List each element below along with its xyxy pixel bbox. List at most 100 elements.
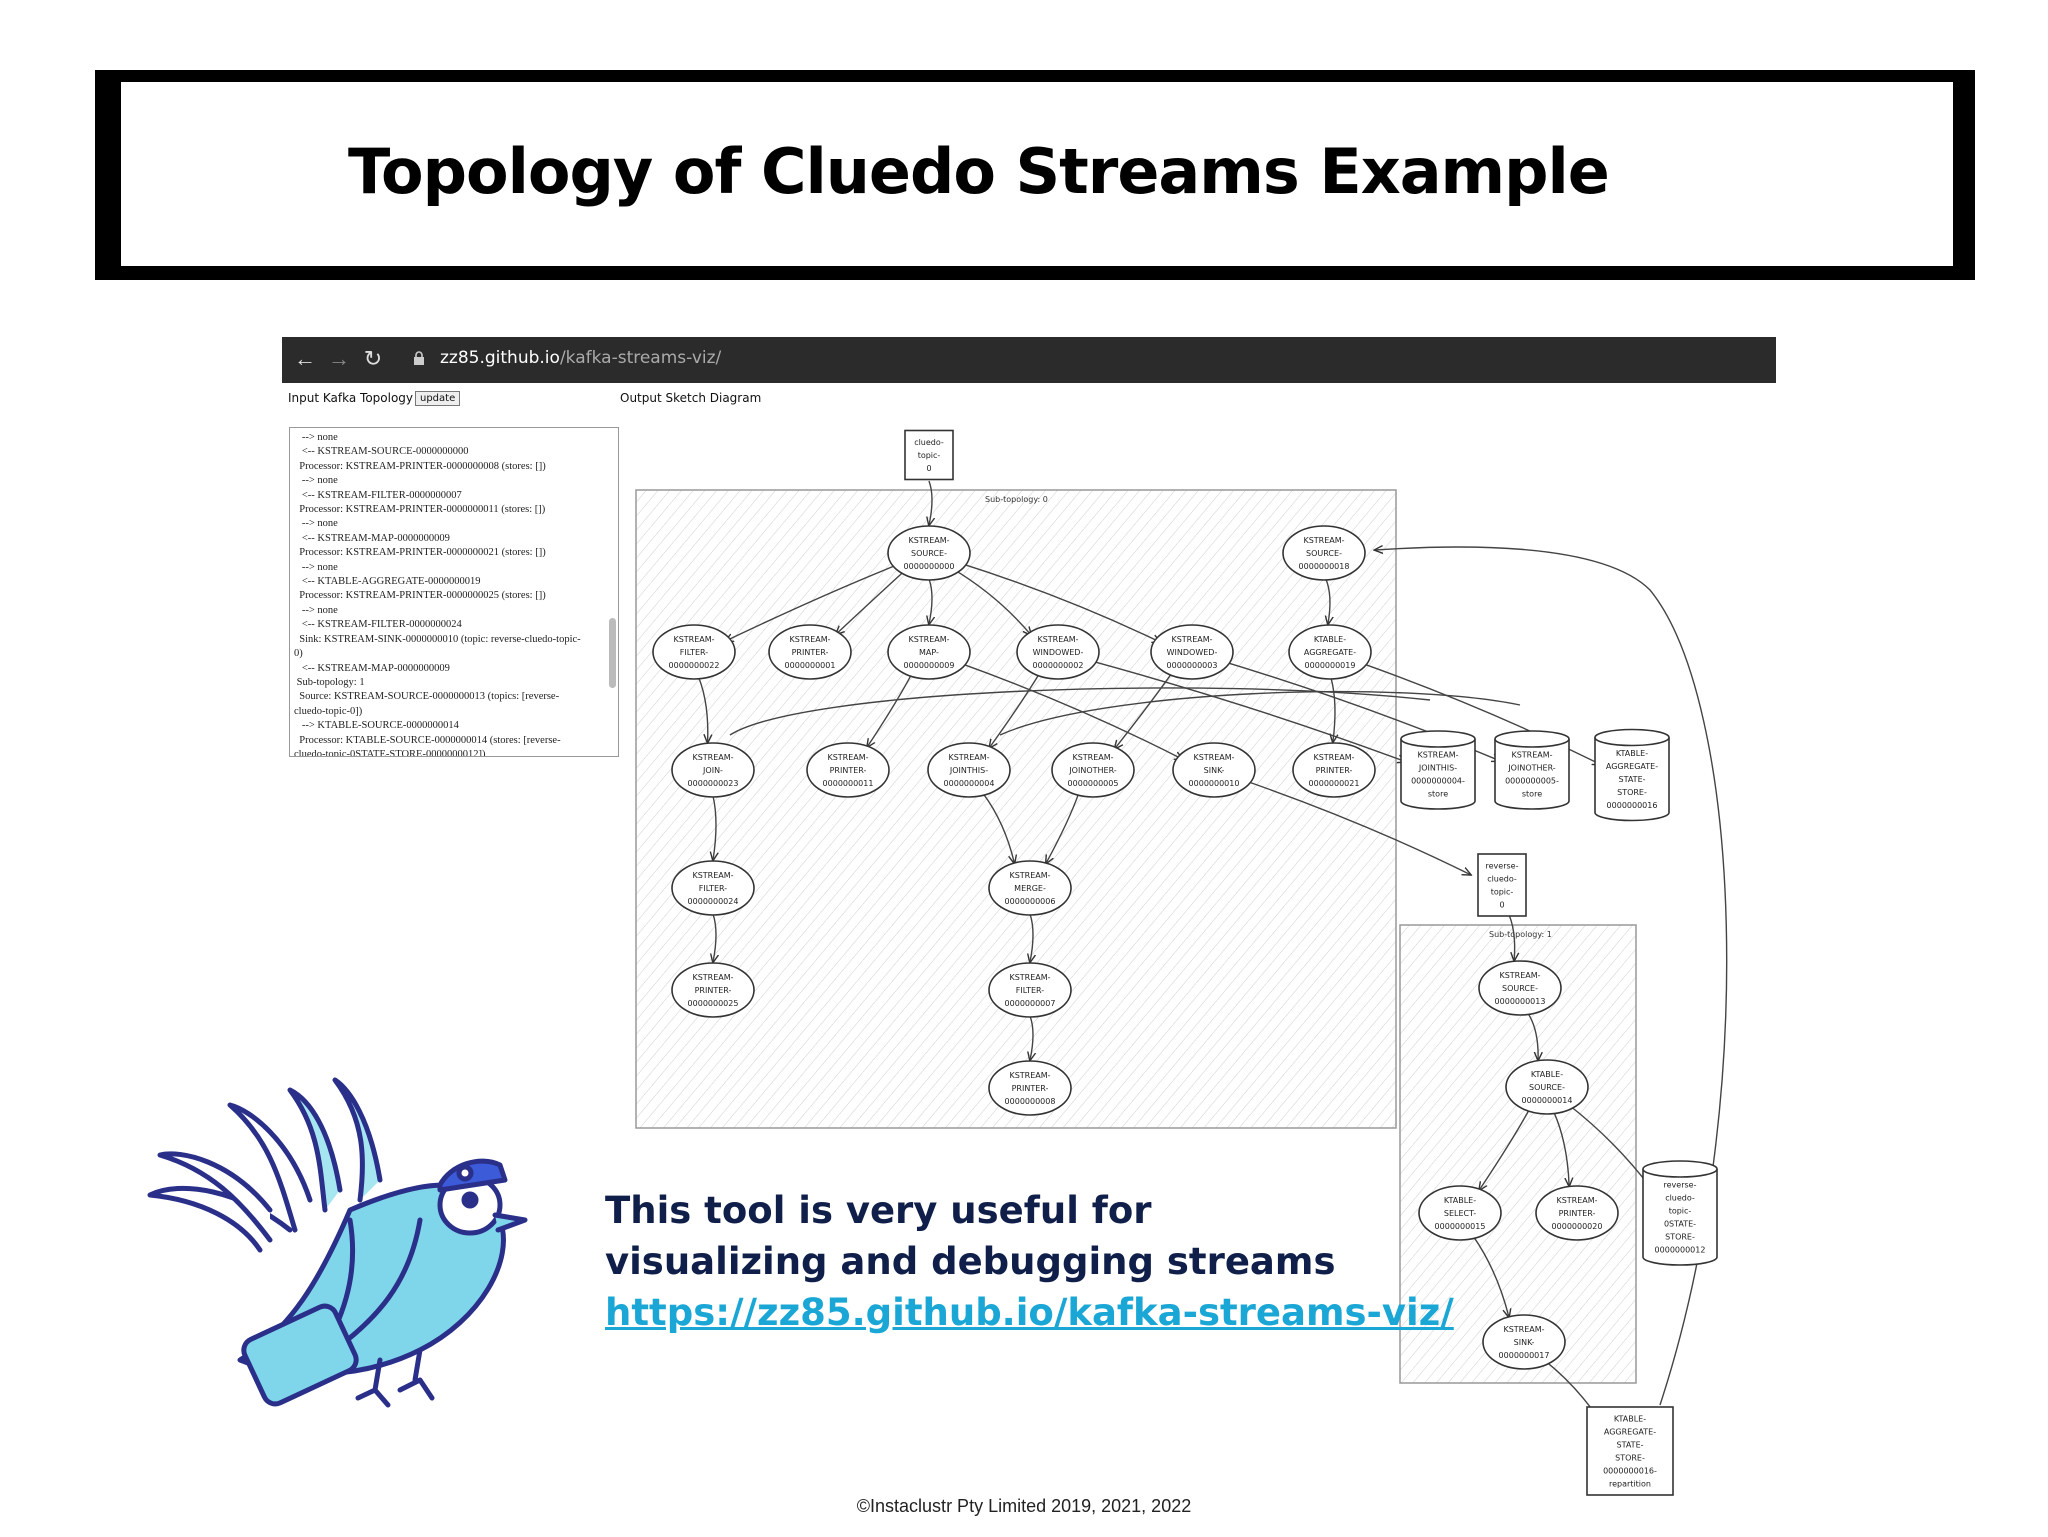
reload-icon[interactable]: ↻ [363,346,383,371]
diagram-node-jointhis4[interactable]: KSTREAM-JOINTHIS-0000000004 [927,742,1011,798]
diagram-node-printer20[interactable]: KSTREAM-PRINTER-0000000020 [1535,1185,1619,1241]
diagram-edge [999,690,1521,736]
diagram-node-printer8[interactable]: KSTREAM-PRINTER-0000000008 [988,1060,1072,1116]
diagram-edge [1030,913,1033,962]
node-ellipse [1482,1314,1566,1370]
node-label-line: topic- [1491,888,1514,897]
node-label-line: PRINTER- [695,986,732,995]
node-ellipse [1292,742,1376,798]
node-label-line: 0000000018 [1299,562,1350,571]
node-label-line: 0000000012 [1655,1246,1706,1255]
node-label-line: KSTREAM- [1556,1196,1597,1205]
node-label-line: 0000000007 [1005,999,1056,1008]
diagram-node-printer1[interactable]: KSTREAM-PRINTER-0000000001 [768,624,852,680]
node-ellipse [1478,960,1562,1016]
update-button[interactable]: update [415,391,461,406]
textarea-line: <-- KTABLE-AGGREGATE-0000000019 [294,576,481,588]
diagram-node-agg19[interactable]: KTABLE-AGGREGATE-0000000019 [1288,624,1372,680]
node-label-line: 0000000000 [904,562,955,571]
caption-line-2: visualizing and debugging streams [605,1240,1336,1283]
node-label-line: KSTREAM- [948,753,989,762]
node-ellipse [988,860,1072,916]
diagram-node-store-agg16[interactable]: KTABLE-AGGREGATE-STATE-STORE-0000000016 [1594,728,1670,822]
node-ellipse [887,624,971,680]
diagram-node-src18[interactable]: KSTREAM-SOURCE-0000000018 [1282,525,1366,581]
node-topic-box [1586,1406,1674,1496]
node-label-line: 0000000021 [1309,779,1360,788]
node-label-line: KTABLE- [1614,1415,1646,1424]
node-label-line: cluedo- [1487,875,1517,884]
diagram-node-map9[interactable]: KSTREAM-MAP-0000000009 [887,624,971,680]
textarea-line: --> none [294,518,338,530]
textarea-scrollbar[interactable] [609,618,616,688]
diagram-node-printer11[interactable]: KSTREAM-PRINTER-0000000011 [806,742,890,798]
diagram-node-select15[interactable]: KTABLE-SELECT-0000000015 [1418,1185,1502,1241]
diagram-node-repartition-topic[interactable]: KTABLE-AGGREGATE-STATE-STORE-0000000016-… [1586,1406,1674,1496]
node-label-line: KSTREAM- [908,635,949,644]
diagram-node-filter7[interactable]: KSTREAM-FILTER-0000000007 [988,962,1072,1018]
node-label-line: KSTREAM- [1303,536,1344,545]
diagram-edge [989,672,1041,748]
node-label-line: topic- [1669,1207,1692,1216]
node-label-line: 0000000010 [1189,779,1240,788]
node-store-top [1494,730,1570,748]
diagram-node-store-reverse12[interactable]: reverse-cluedo-topic-0STATE-STORE-000000… [1642,1160,1718,1266]
diagram-node-src0[interactable]: KSTREAM-SOURCE-0000000000 [887,525,971,581]
diagram-node-cluedo-topic[interactable]: cluedo-topic-0 [904,429,954,481]
textarea-line: --> none [294,604,338,616]
diagram-node-sink17[interactable]: KSTREAM-SINK-0000000017 [1482,1314,1566,1370]
diagram-node-store-joinother[interactable]: KSTREAM-JOINOTHER-0000000005-store [1494,730,1570,810]
node-label-line: 0000000023 [688,779,739,788]
diagram-edge [698,677,708,743]
diagram-node-join23[interactable]: KSTREAM-JOIN-0000000023 [671,742,755,798]
node-label-line: JOINOTHER- [1507,764,1555,773]
diagram-node-store-jointhis[interactable]: KSTREAM-JOINTHIS-0000000004-store [1400,730,1476,810]
node-label-line: 0000000011 [823,779,874,788]
subtopology-1-label: Sub-topology: 1 [1489,930,1552,939]
diagram-edge [929,578,932,624]
node-label-line: 0000000015 [1435,1222,1486,1231]
diagram-node-filter24[interactable]: KSTREAM-FILTER-0000000024 [671,860,755,916]
node-label-line: KTABLE- [1616,749,1648,758]
url-field[interactable]: zz85.github.io/kafka-streams-viz/ [440,348,721,368]
diagram-edge [1375,547,1728,1406]
diagram-node-src13[interactable]: KSTREAM-SOURCE-0000000013 [1478,960,1562,1016]
textarea-line: Source: KSTREAM-SOURCE-0000000013 (topic… [294,691,560,703]
node-label-line: STORE- [1617,788,1647,797]
diagram-node-joinother5[interactable]: KSTREAM-JOINOTHER-0000000005 [1051,742,1135,798]
diagram-node-sink10[interactable]: KSTREAM-SINK-0000000010 [1172,742,1256,798]
node-label-line: PRINTER- [1316,766,1353,775]
diagram-edge [1331,677,1335,742]
url-path: /kafka-streams-viz/ [559,348,722,368]
node-label-line: 0000000024 [688,897,739,906]
node-label-line: STATE- [1616,1441,1643,1450]
diagram-node-windowed3[interactable]: KSTREAM-WINDOWED-0000000003 [1150,624,1234,680]
topology-input-textarea[interactable]: --> none <-- KSTREAM-SOURCE-0000000000 P… [289,427,619,757]
node-store-top [1642,1160,1718,1178]
node-label-line: KSTREAM- [1417,751,1458,760]
diagram-edge [956,661,1183,759]
diagram-node-ktsrc14[interactable]: KTABLE-SOURCE-0000000014 [1505,1059,1589,1115]
node-label-line: PRINTER- [792,648,829,657]
node-label-line: repartition [1609,1480,1651,1489]
node-label-line: 0000000013 [1495,997,1546,1006]
node-label-line: 0000000008 [1005,1097,1056,1106]
textarea-line: <-- KSTREAM-MAP-0000000009 [294,662,450,674]
diagram-node-windowed2[interactable]: KSTREAM-WINDOWED-0000000002 [1016,624,1100,680]
forward-arrow-icon[interactable]: → [328,346,350,371]
node-label-line: FILTER- [699,884,727,893]
diagram-node-filter22[interactable]: KSTREAM-FILTER-0000000022 [652,624,736,680]
diagram-node-reverse-topic[interactable]: reverse-cluedo-topic-0 [1477,853,1527,917]
diagram-node-printer21[interactable]: KSTREAM-PRINTER-0000000021 [1292,742,1376,798]
back-arrow-icon[interactable]: ← [294,346,316,371]
kafka-streams-viz-link[interactable]: https://zz85.github.io/kafka-streams-viz… [605,1291,1454,1334]
diagram-node-printer25[interactable]: KSTREAM-PRINTER-0000000025 [671,962,755,1018]
node-store-top [1594,728,1670,747]
diagram-node-merge6[interactable]: KSTREAM-MERGE-0000000006 [988,860,1072,916]
node-label-line: KSTREAM- [1193,753,1234,762]
subtopology-0-box [635,489,1397,1129]
node-label-line: 0000000020 [1552,1222,1603,1231]
textarea-line: Processor: KTABLE-SOURCE-0000000014 (sto… [294,734,561,746]
browser-address-bar: ← → ↻ zz85.github.io/kafka-streams-viz/ [282,337,1776,383]
